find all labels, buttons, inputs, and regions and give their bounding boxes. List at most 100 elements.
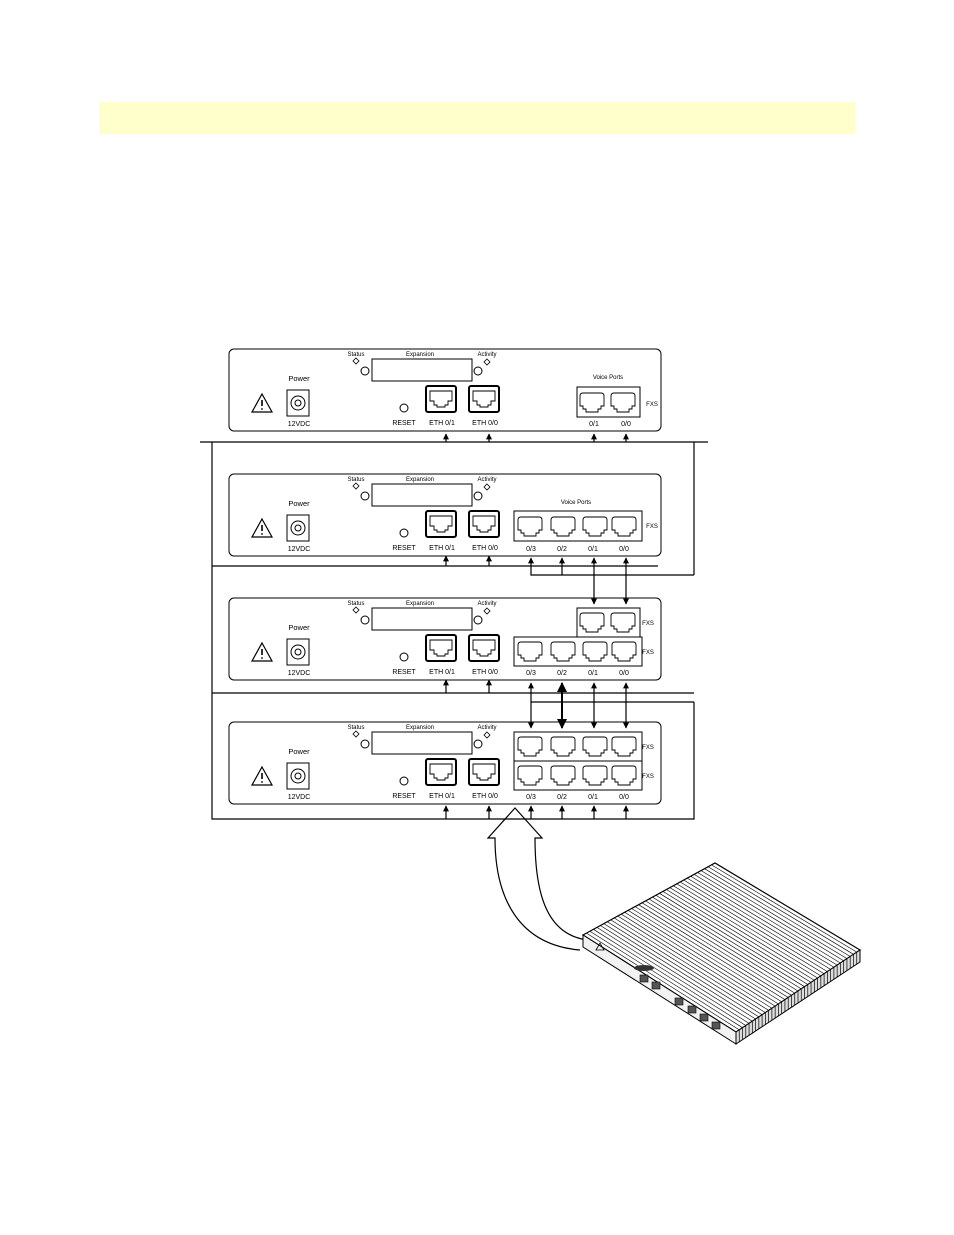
eth-0-0-label: ETH 0/0 (472, 669, 498, 676)
device-photo (581, 862, 862, 1045)
eth-0-0-label: ETH 0/0 (472, 793, 498, 800)
port-label: 0/3 (526, 670, 536, 677)
phone-jack (517, 736, 543, 757)
heatsink-fin (638, 904, 789, 998)
port-jack (429, 763, 453, 781)
heatsink-fin (666, 889, 815, 981)
port-label: 0/0 (619, 546, 629, 553)
warning-dot (261, 657, 263, 659)
warning-dot (261, 408, 263, 410)
voice-port (611, 736, 637, 757)
device-top (581, 862, 862, 1033)
voice-port (550, 641, 576, 662)
activity-led-icon (483, 483, 491, 491)
front-port (687, 1005, 697, 1014)
heatsink-fin (634, 906, 786, 1000)
header-bar (99, 102, 855, 134)
status-led (360, 615, 370, 625)
heatsink-fin (694, 874, 841, 964)
port-jack (472, 390, 496, 408)
status-led (360, 366, 370, 376)
expansion-label: Expansion (406, 601, 434, 607)
expansion-label: Expansion (406, 477, 434, 483)
voice-port (550, 765, 576, 786)
eth-0-1-port (425, 385, 457, 413)
heatsink-fin (697, 872, 844, 962)
voice-port (610, 612, 636, 633)
power-jack-pin (294, 399, 302, 407)
cable-connections (200, 433, 708, 951)
front-port (639, 974, 649, 983)
phone-jack (582, 516, 608, 537)
port-label: 0/2 (557, 546, 567, 553)
heatsink-fin (627, 910, 779, 1005)
activity-led (473, 491, 483, 501)
phone-jack (517, 641, 543, 662)
voltage-label: 12VDC (288, 670, 311, 677)
fxs-label-upper: FXS (642, 621, 654, 627)
activity-label: Activity (477, 601, 496, 607)
port-label: 0/1 (588, 546, 598, 553)
port-frame (468, 634, 500, 662)
heatsink-fin (624, 912, 776, 1007)
fxs-block-upper (576, 607, 641, 638)
fxs-block-lower (513, 636, 643, 667)
fxs-label: FXS (646, 402, 658, 408)
voice-port (550, 736, 576, 757)
port-frame (425, 510, 457, 538)
phone-jack (579, 392, 605, 413)
reset-button (399, 776, 409, 786)
power-jack-pin (294, 648, 302, 656)
phone-jack (517, 516, 543, 537)
power-label: Power (288, 374, 310, 383)
phone-jack (550, 765, 576, 786)
warning-icon (250, 765, 274, 786)
port-frame (468, 758, 500, 786)
heatsink-fin (683, 879, 831, 970)
port-label: 0/0 (619, 794, 629, 801)
front-port (711, 1021, 721, 1030)
voice-port (582, 516, 608, 537)
heatsink-fin (662, 891, 812, 983)
port-label: 0/2 (557, 794, 567, 801)
voice-port-block (513, 510, 643, 542)
activity-led-icon (483, 607, 491, 615)
expansion-slot (371, 607, 473, 631)
status-led-icon (352, 606, 360, 614)
phone-jack (582, 736, 608, 757)
port-frame (468, 385, 500, 413)
heatsink-fin (603, 923, 756, 1020)
power-jack-pin (294, 524, 302, 532)
phone-jack (579, 612, 605, 633)
phone-jack (582, 641, 608, 662)
port-label: 0/1 (588, 670, 598, 677)
phone-jack (611, 736, 637, 757)
port-jack (472, 763, 496, 781)
heatsink-fin (617, 915, 769, 1011)
status-led-icon (352, 357, 360, 365)
port-jack (472, 515, 496, 533)
heatsink-fin (593, 929, 746, 1026)
front-port (674, 997, 684, 1006)
eth-0-1-label: ETH 0/1 (429, 545, 455, 552)
eth-0-0-label: ETH 0/0 (472, 545, 498, 552)
fxs-label-upper: FXS (642, 745, 654, 751)
expansion-label: Expansion (406, 725, 434, 731)
activity-led (473, 366, 483, 376)
front-port (651, 981, 661, 990)
voice-port-0-1 (579, 392, 605, 413)
voice-port (579, 612, 605, 633)
phone-jack (517, 765, 543, 786)
activity-label: Activity (477, 725, 496, 731)
lan-bus-frame (211, 442, 695, 820)
heatsink-fin (631, 908, 782, 1003)
expansion-slot (371, 358, 473, 382)
heatsink-fin (669, 887, 818, 979)
power-jack-pin (294, 772, 302, 780)
phone-jack (611, 641, 637, 662)
warning-triangle (250, 392, 274, 413)
heatsink-fin (600, 925, 753, 1022)
